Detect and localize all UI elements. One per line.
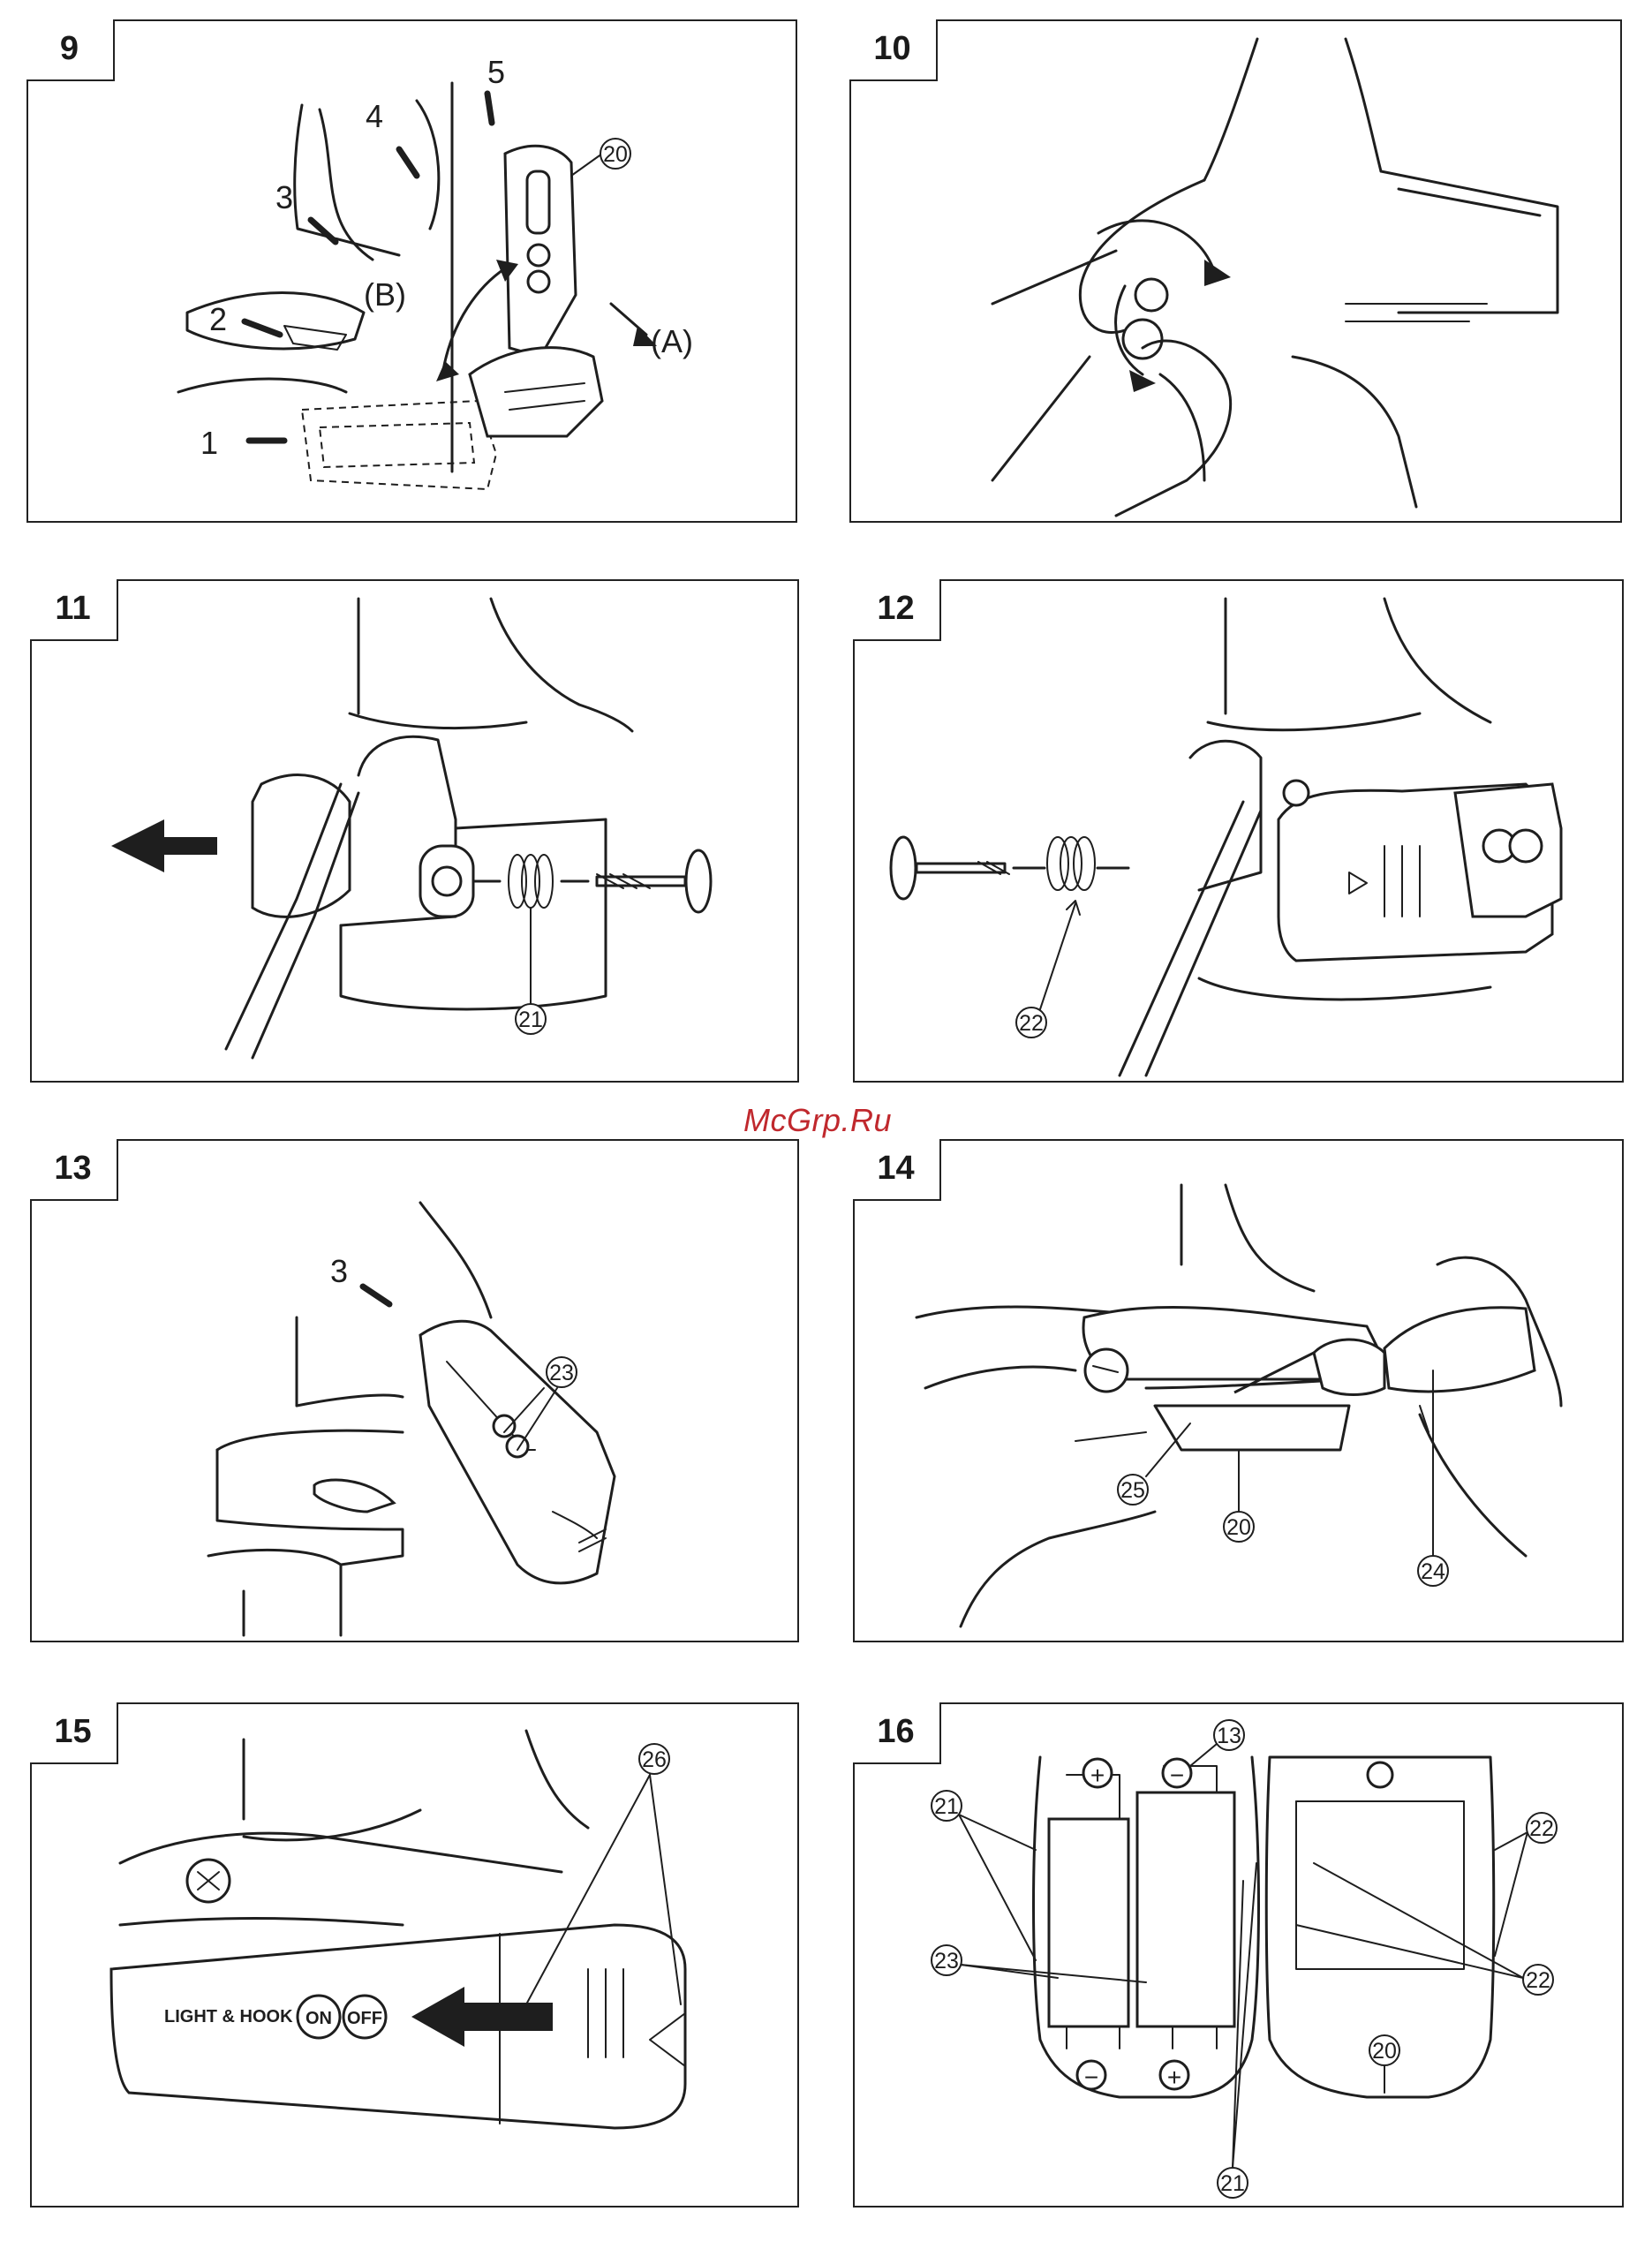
callout-21-bottom: 21	[1218, 2168, 1248, 2198]
svg-text:23: 23	[934, 1949, 959, 1974]
callout-24: 24	[1418, 1556, 1448, 1586]
callout-13: 13	[1214, 1720, 1244, 1750]
switch-label-on: ON	[306, 2009, 332, 2028]
label-3: 3	[275, 179, 293, 215]
svg-text:20: 20	[1372, 2039, 1397, 2064]
figure-13: 13 3 23	[30, 1139, 799, 1642]
polarity-minus-bottom: −	[1084, 2064, 1098, 2091]
illustration-hook-removal: 1 2 3 4 5 (A) (B) 20	[28, 21, 799, 525]
svg-text:20: 20	[603, 142, 628, 167]
svg-text:26: 26	[642, 1747, 667, 1772]
polarity-plus-bottom: +	[1167, 2064, 1181, 2091]
callout-26: 26	[639, 1744, 669, 1774]
figure-10: 10	[849, 19, 1622, 523]
callout-22: 22	[1016, 1008, 1046, 1038]
svg-text:23: 23	[549, 1361, 574, 1385]
watermark: McGrp.Ru	[743, 1102, 892, 1139]
illustration-screwdriver: 25 20 24	[855, 1141, 1626, 1644]
illustration-battery-cover-slide: LIGHT & HOOK ON OFF 26	[32, 1704, 801, 2209]
label-b: (B)	[364, 276, 406, 313]
polarity-minus-top: −	[1170, 1762, 1184, 1789]
label-5: 5	[487, 54, 505, 90]
callout-23: 23	[932, 1945, 962, 1975]
svg-text:21: 21	[1220, 2171, 1245, 2196]
callout-23: 23	[547, 1357, 577, 1387]
illustration-pin-and-spring: 21	[32, 581, 801, 1084]
svg-text:25: 25	[1120, 1478, 1145, 1503]
callout-20: 20	[1369, 2035, 1399, 2065]
callout-25: 25	[1118, 1475, 1148, 1505]
svg-text:22: 22	[1529, 1816, 1554, 1841]
figure-12: 12 22	[853, 579, 1624, 1083]
label-a: (A)	[651, 323, 693, 359]
figure-14: 14 25 20 24	[853, 1139, 1624, 1642]
callout-21: 21	[516, 1004, 546, 1034]
svg-text:21: 21	[934, 1794, 959, 1819]
illustration-hook-battery-area: 3 23	[32, 1141, 801, 1644]
svg-text:22: 22	[1526, 1968, 1550, 1993]
label-1: 1	[200, 425, 218, 461]
figure-9: 9 1 2 3 4 5 (A) (B) 2	[26, 19, 797, 523]
svg-text:22: 22	[1019, 1011, 1044, 1036]
figure-16: 16 + − − + 13 21 23	[853, 1702, 1624, 2207]
switch-label-light-hook: LIGHT & HOOK	[164, 2007, 293, 2026]
svg-text:21: 21	[518, 1008, 543, 1032]
switch-label-off: OFF	[347, 2009, 382, 2028]
figure-15: 15 LIGHT & HOOK ON OFF 26	[30, 1702, 799, 2207]
callout-20: 20	[1224, 1512, 1254, 1542]
callout-22-right: 22	[1527, 1813, 1557, 1843]
polarity-plus-top: +	[1090, 1762, 1105, 1789]
label-2: 2	[209, 301, 227, 337]
label-3: 3	[330, 1253, 348, 1289]
illustration-screw-turning	[851, 21, 1624, 525]
svg-text:24: 24	[1421, 1559, 1445, 1584]
callout-20: 20	[600, 139, 630, 169]
label-4: 4	[366, 98, 383, 134]
callout-21-left: 21	[932, 1791, 962, 1821]
callout-22-lower: 22	[1523, 1965, 1553, 1995]
svg-text:13: 13	[1217, 1724, 1241, 1748]
svg-text:20: 20	[1226, 1515, 1251, 1540]
illustration-battery-compartment: + − − + 13 21 23 21	[855, 1704, 1626, 2209]
figure-11: 11 21	[30, 579, 799, 1083]
illustration-pin-and-spring-other-side: 22	[855, 581, 1626, 1084]
